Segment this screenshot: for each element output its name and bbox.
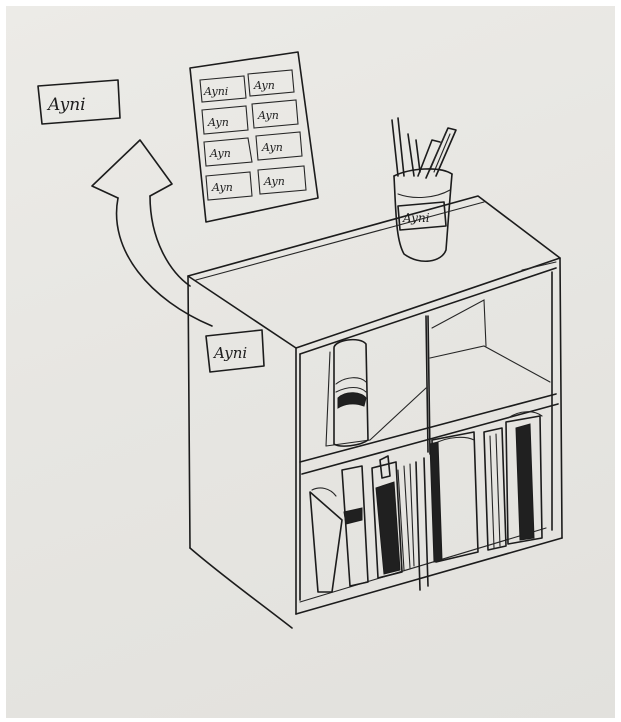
pen-jar: Ayni xyxy=(392,118,456,261)
arrow-target-tag: Ayni xyxy=(38,80,120,124)
curved-arrow xyxy=(92,140,212,326)
label-sheet: Ayni Ayn Ayn Ayn Ayn Ayn Ayn Ayn xyxy=(190,52,318,222)
sheet-tag-6: Ayn xyxy=(261,141,283,154)
shelf-side-tag: Ayni xyxy=(206,330,264,372)
sheet-tag-8: Ayn xyxy=(263,175,285,188)
shelf-unit xyxy=(188,196,562,628)
sheet-tag-2: Ayn xyxy=(253,79,275,92)
sheet-tag-4: Ayn xyxy=(257,109,279,122)
label-sheet-grid: Ayni Ayn Ayn Ayn Ayn Ayn Ayn Ayn xyxy=(200,70,306,200)
lower-left-binders xyxy=(310,456,414,592)
sheet-tag-3: Ayn xyxy=(207,116,229,129)
upper-cubby-binder xyxy=(334,340,368,446)
sheet-tag-5: Ayn xyxy=(209,147,231,160)
sheet-tag-1: Ayni xyxy=(203,85,228,98)
arrow-target-tag-text: Ayni xyxy=(46,95,86,115)
shelf-side-tag-text: Ayni xyxy=(212,344,247,362)
sheet-tag-7: Ayn xyxy=(211,181,233,194)
